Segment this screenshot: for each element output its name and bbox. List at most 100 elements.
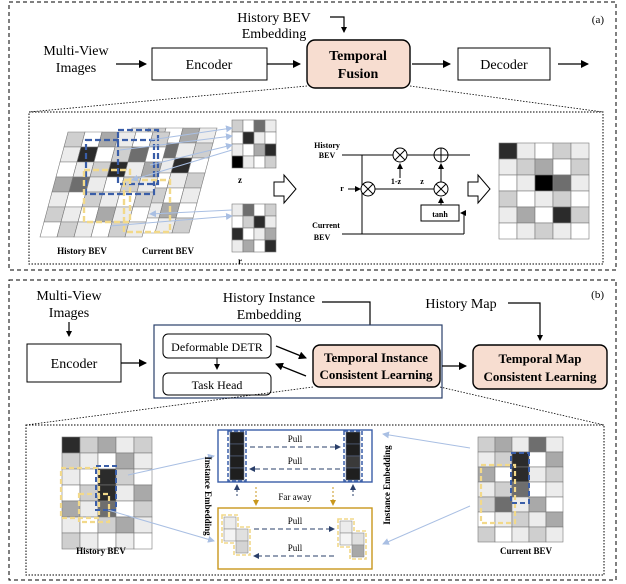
hollow-arrow-2 [467, 173, 491, 205]
add-glyph [434, 148, 448, 162]
grid-cell [498, 174, 518, 192]
history-bev-embedding-label-2: Embedding [242, 27, 307, 42]
attention-arrow-3 [149, 143, 233, 166]
zoom-line-right-b [439, 386, 605, 426]
grid-cell [477, 526, 496, 543]
blue-highlight-history-b [95, 465, 117, 511]
grid-cell [264, 131, 277, 145]
grid-cell [97, 516, 117, 534]
grid-cell [498, 190, 518, 208]
grid-cell [494, 496, 513, 513]
grid-cell [231, 131, 244, 145]
gate-current-label-1: Current [312, 221, 340, 230]
grid-cell [253, 239, 266, 253]
grid-cell [115, 452, 135, 470]
grid-cell [528, 451, 547, 468]
grid-cell [144, 146, 167, 163]
grid-cell [231, 239, 244, 253]
panel-b-border [8, 279, 617, 581]
grid-cell [253, 203, 266, 217]
history-map-arrow [508, 302, 543, 341]
current-to-blue-arrow [382, 431, 471, 449]
grid-cell [552, 190, 572, 208]
grid-cell [494, 466, 513, 483]
grid-cell [534, 142, 554, 160]
multiview-images-b-label-1: Multi-View [36, 289, 102, 304]
panel-b-label: (b) [591, 289, 604, 301]
grid-cell [516, 142, 536, 160]
r-gate-grid [231, 203, 277, 253]
grid-cell [253, 227, 266, 241]
grid-cell [516, 206, 536, 224]
grid-cell [534, 174, 554, 192]
grid-cell [115, 468, 135, 486]
grid-cell [511, 436, 530, 453]
grid-cell [528, 466, 547, 483]
grid-cell [516, 158, 536, 176]
yellow-highlight-history-a [82, 168, 132, 224]
pull-label-2: Pull [288, 456, 303, 466]
instance-detail-box [25, 424, 605, 576]
fused-bev-output-grid [498, 142, 590, 240]
grid-cell [171, 217, 194, 234]
multiview-images-label-1: Multi-View [43, 44, 109, 59]
grid-cell [61, 484, 81, 502]
grid-cell [79, 452, 99, 470]
grid-cell [498, 142, 518, 160]
temporal-instance-label-1: Temporal Instance [324, 350, 428, 365]
grid-cell [61, 468, 81, 486]
current-bev-grid-b [477, 436, 564, 543]
panel-a: (a) History BEV Embedding Multi-View Ima… [8, 1, 617, 271]
grid-cell [231, 227, 244, 241]
grid-cell [133, 452, 153, 470]
grid-cell [552, 142, 572, 160]
attention-arrow-6 [109, 213, 233, 227]
grid-cell [242, 143, 255, 157]
grid-cell [61, 436, 81, 454]
history-bev-caption-b: History BEV [76, 546, 126, 556]
decoder-label: Decoder [480, 58, 528, 73]
orange-current-instance-shape [337, 518, 367, 560]
panel-a-label: (a) [592, 14, 605, 26]
blue-history-instance-column [227, 430, 247, 482]
grid-cell [79, 516, 99, 534]
history-instance-label-2: Embedding [237, 308, 302, 323]
gate-r-label: r [340, 184, 344, 193]
grid-cell [534, 222, 554, 240]
encoder-label-b: Encoder [51, 357, 98, 372]
grid-cell [498, 158, 518, 176]
tanh-label: tanh [432, 210, 448, 219]
detr-to-tic-arrow [275, 345, 307, 360]
orange-history-instance-shape [221, 514, 251, 556]
yellow-highlight-current-a [122, 178, 172, 234]
grid-cell [242, 215, 255, 229]
grid-cell [231, 119, 244, 133]
zoom-line-right-a [409, 85, 604, 113]
grid-cell [242, 131, 255, 145]
temporal-fusion-label-2: Fusion [338, 67, 379, 82]
grid-cell [264, 155, 277, 169]
grid-cell [552, 206, 572, 224]
grid-cell [242, 203, 255, 217]
grid-cell [545, 466, 564, 483]
zoom-line-left-b [25, 386, 314, 426]
grid-cell [545, 496, 564, 513]
blue-highlight-history-a [84, 138, 156, 196]
task-head-label: Task Head [192, 378, 243, 392]
yellow-highlight-history-b-2 [77, 492, 111, 524]
pull-label-4: Pull [288, 543, 303, 553]
z-grid-label: z [238, 175, 242, 185]
attention-arrow-2 [119, 133, 233, 151]
panel-a-border [8, 1, 617, 271]
grid-cell [242, 239, 255, 253]
grid-cell [128, 206, 151, 223]
gate-history-label-1: History [314, 141, 340, 150]
grid-cell [545, 526, 564, 543]
attention-arrow-1 [149, 125, 233, 141]
grid-cell [534, 190, 554, 208]
grid-cell [494, 526, 513, 543]
blue-highlight-current-b [510, 452, 530, 504]
grid-cell [264, 215, 277, 229]
grid-cell [570, 222, 590, 240]
